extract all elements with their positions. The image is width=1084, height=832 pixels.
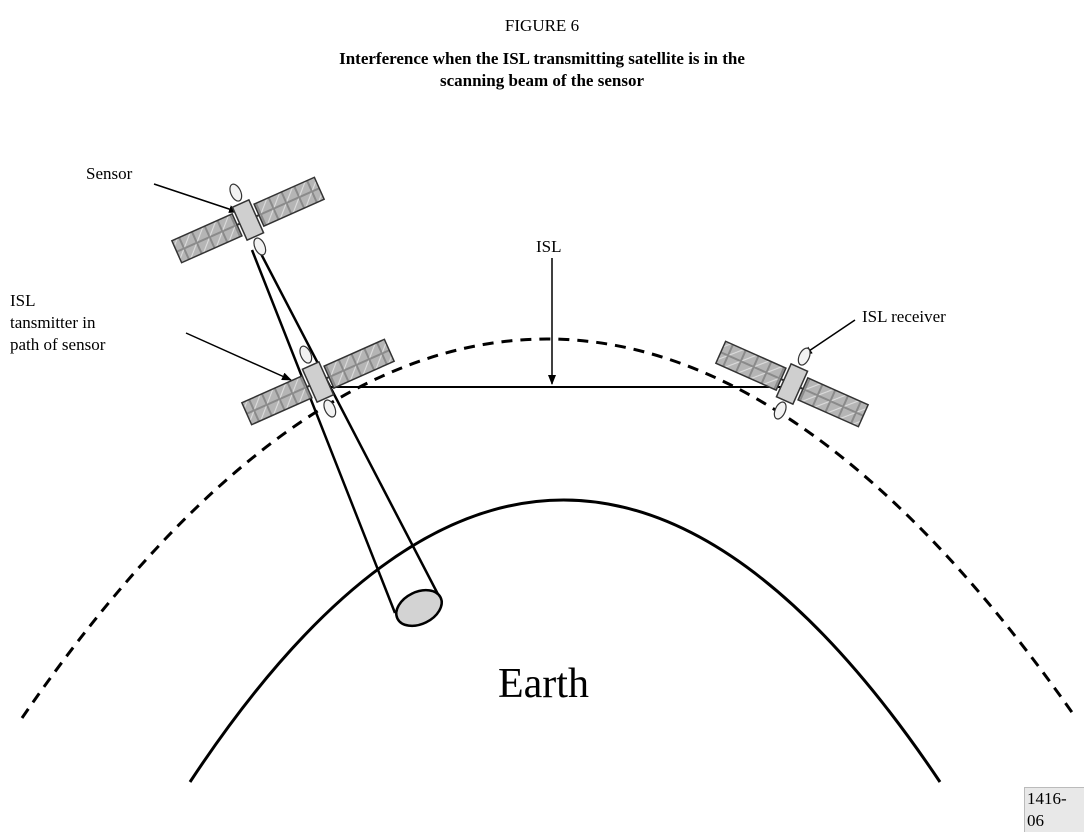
sensor-label: Sensor [86, 164, 133, 183]
figure-title-line-1: Interference when the ISL transmitting s… [339, 49, 745, 68]
receiver-pointer-arrow [802, 319, 856, 356]
earth-label: Earth [498, 661, 589, 707]
isl-transmitter-label-line-1: ISL [10, 291, 36, 310]
isl-receiver-label: ISL receiver [862, 307, 946, 326]
isl-transmitter-label-line-2: tansmitter in [10, 313, 96, 332]
sensor-beam-edge-right [256, 247, 444, 603]
isl-label: ISL [536, 237, 562, 256]
transmitter-pointer-arrow [185, 332, 292, 381]
sensor-beam-edge-left [250, 249, 397, 614]
figure-code: 1416-06 [1024, 787, 1084, 832]
earth-outline [188, 498, 942, 783]
isl-transmitter-label-line-3: path of sensor [10, 335, 106, 354]
sensor-pointer-arrow [153, 183, 239, 213]
isl-transmitter-label: ISL tansmitter in path of sensor [10, 290, 105, 356]
beam-footprint [395, 588, 443, 628]
sensor-satellite-icon [170, 176, 326, 264]
isl-transmitter-satellite-icon [240, 338, 396, 426]
interference-diagram [20, 176, 1078, 783]
orbit-path [20, 337, 1078, 719]
figure-number: FIGURE 6 [504, 16, 580, 35]
figure-title: Interference when the ISL transmitting s… [0, 48, 1084, 92]
figure-title-line-2: scanning beam of the sensor [439, 71, 644, 90]
isl-receiver-satellite-icon [714, 340, 870, 428]
